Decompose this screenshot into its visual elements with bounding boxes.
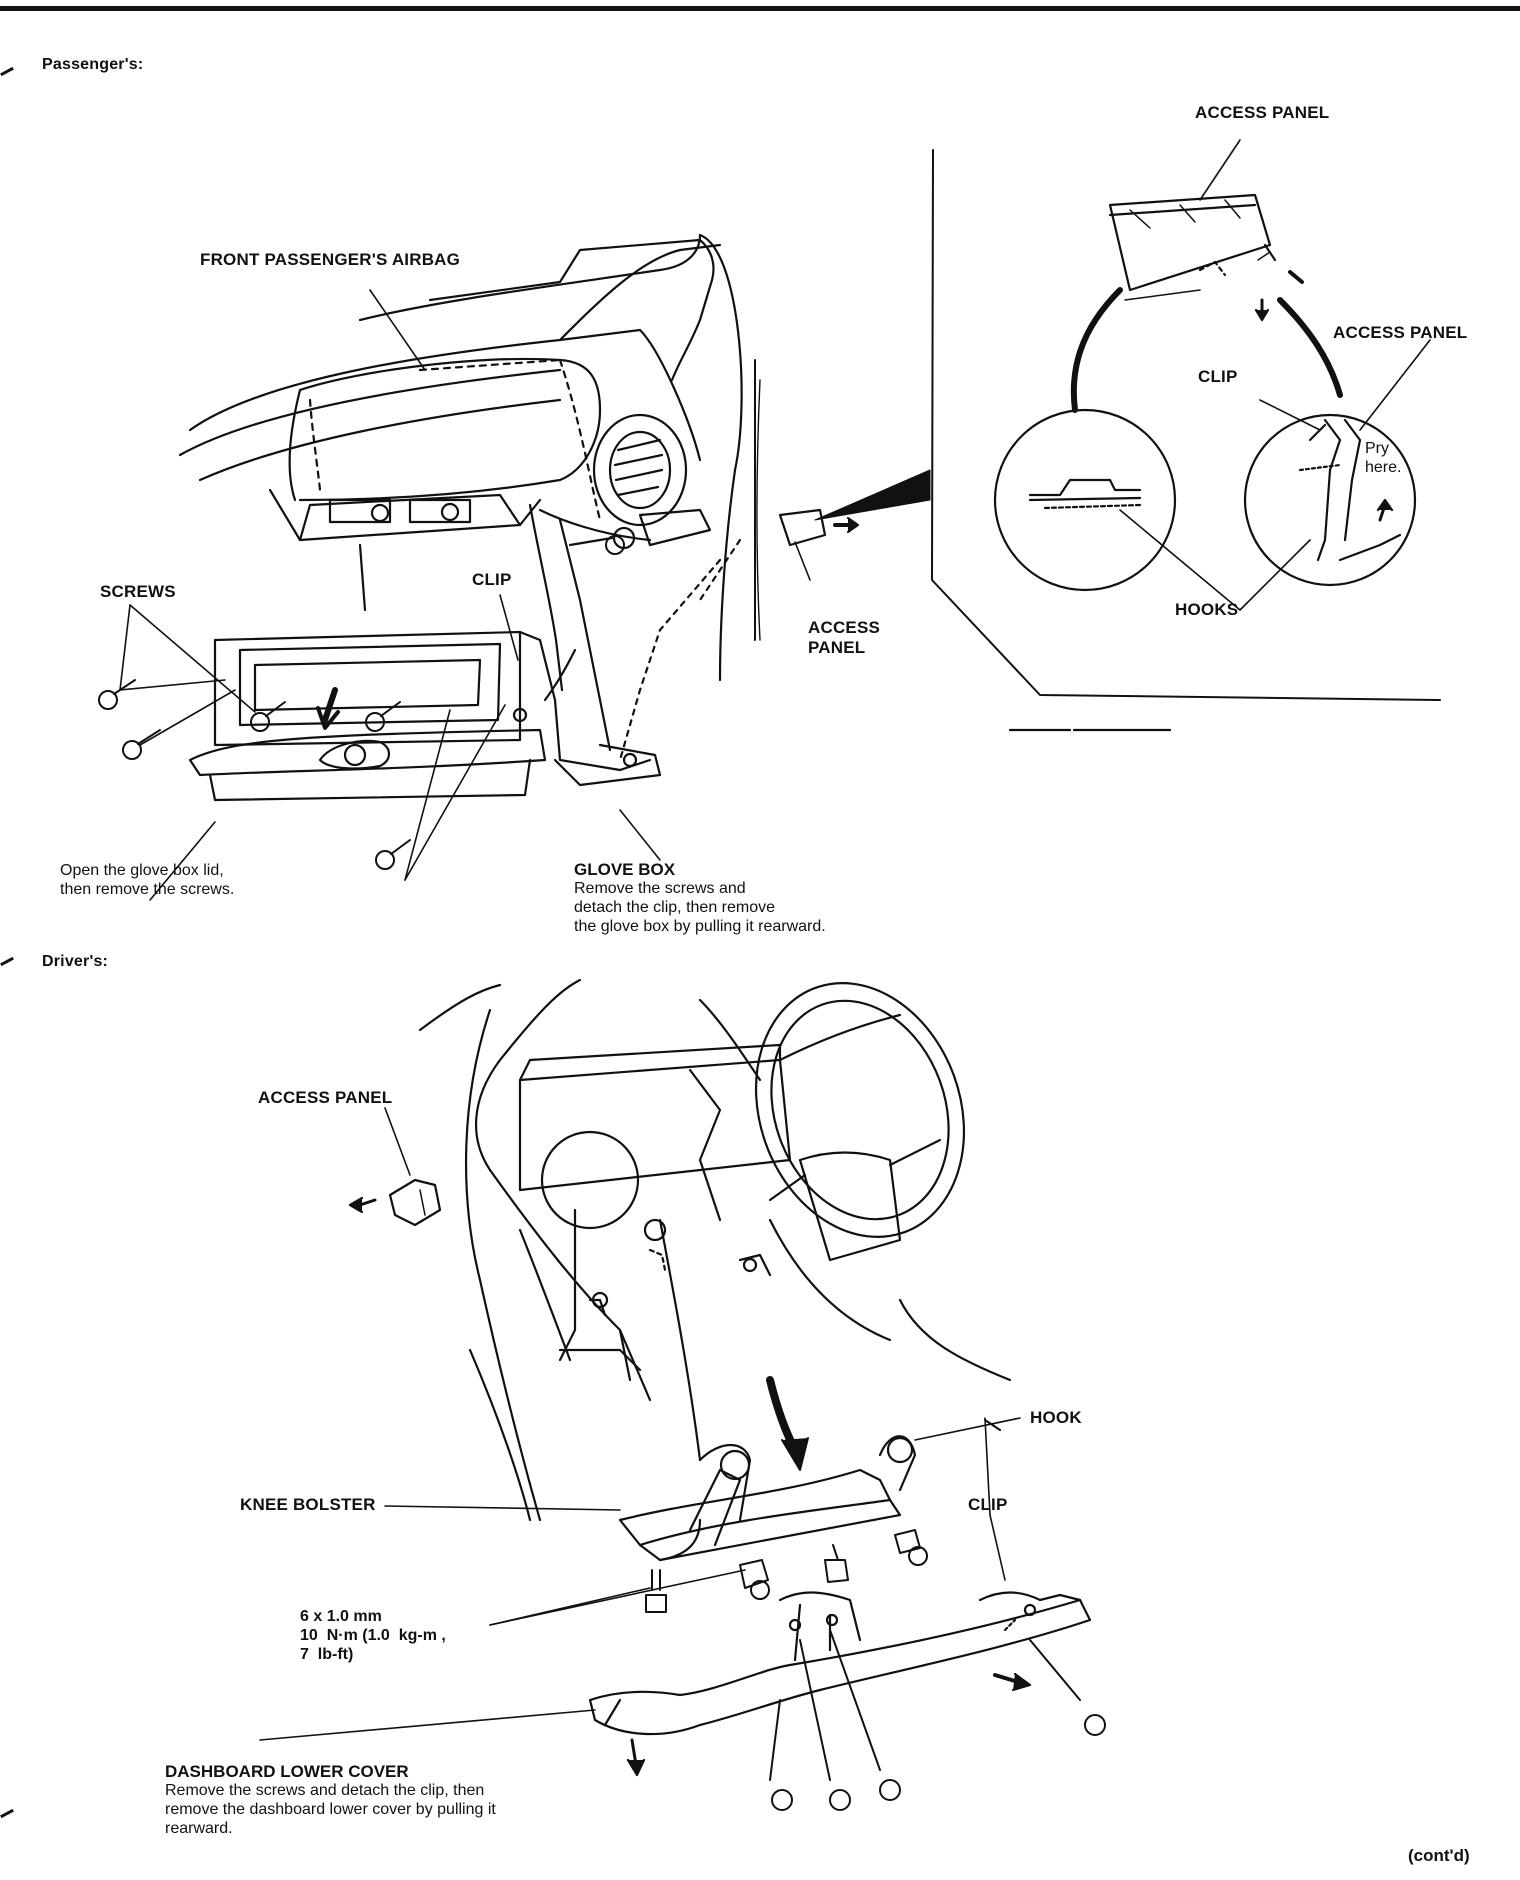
access-panel-detail-inset xyxy=(931,139,1441,732)
label-access-panel-top: ACCESS PANEL xyxy=(1195,103,1330,122)
label-clip-detail: CLIP xyxy=(1198,367,1238,386)
glove-box-callout: GLOVE BOX Remove the screws and detach t… xyxy=(574,860,826,937)
passenger-heading: Passenger's: xyxy=(42,56,144,73)
continued-marker: (cont'd) xyxy=(1408,1846,1470,1865)
label-clip: CLIP xyxy=(472,570,512,589)
label-pry-here: Pry here. xyxy=(1365,440,1402,476)
dashboard-lower-cover-callout: DASHBOARD LOWER COVER Remove the screws … xyxy=(165,1762,496,1839)
glove-box-title: GLOVE BOX xyxy=(574,860,676,879)
label-access-panel-detail: ACCESS PANEL xyxy=(1333,323,1468,342)
label-knee-bolster: KNEE BOLSTER xyxy=(240,1495,376,1514)
driver-dashboard-illustration xyxy=(259,978,1106,1811)
label-hooks: HOOKS xyxy=(1175,600,1239,619)
top-rule xyxy=(0,6,1520,11)
bolt-torque-spec: 6 x 1.0 mm 10 N·m (1.0 kg-m , 7 lb-ft) xyxy=(300,1608,446,1663)
dashboard-lower-cover-note: Remove the screws and detach the clip, t… xyxy=(165,1782,496,1837)
glove-box-note: Remove the screws and detach the clip, t… xyxy=(574,880,826,935)
label-front-passenger-airbag: FRONT PASSENGER'S AIRBAG xyxy=(200,250,461,269)
label-access-panel-small: ACCESS PANEL xyxy=(808,618,881,657)
label-driver-access-panel: ACCESS PANEL xyxy=(258,1088,393,1107)
label-hook: HOOK xyxy=(1030,1408,1082,1427)
label-driver-clip: CLIP xyxy=(968,1495,1008,1514)
dashboard-lower-cover-title: DASHBOARD LOWER COVER xyxy=(165,1762,409,1781)
driver-heading: Driver's: xyxy=(42,953,109,970)
label-screws: SCREWS xyxy=(100,582,176,601)
note-open-glove-box: Open the glove box lid, then remove the … xyxy=(60,862,235,898)
passenger-dashboard-illustration xyxy=(98,233,931,901)
